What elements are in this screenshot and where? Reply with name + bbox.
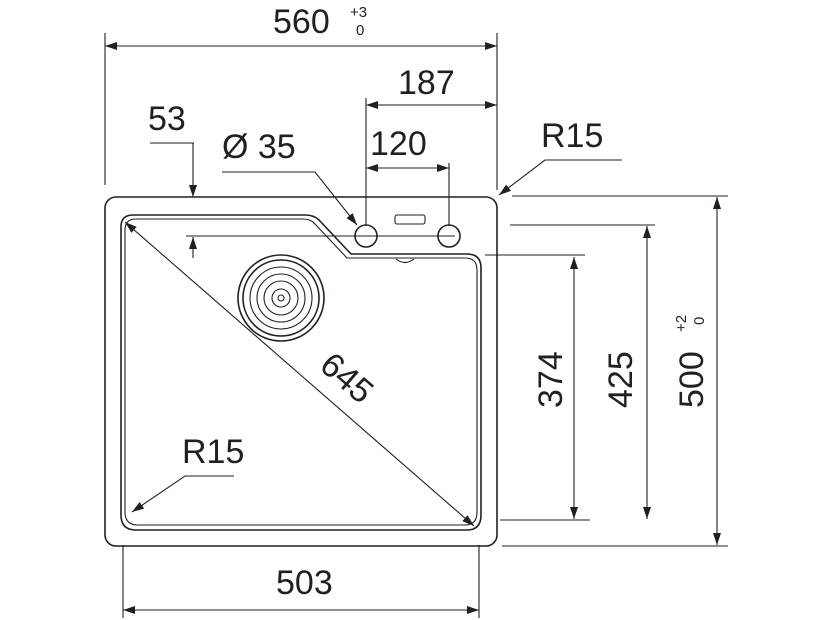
overflow-detail <box>395 258 415 264</box>
leader-lines <box>131 159 622 513</box>
label-inner-radius: R15 <box>182 433 244 471</box>
label-bowl-depth: 425 <box>602 351 640 408</box>
sink-outer-rim <box>104 196 498 547</box>
dimension-labels: 560 +3 0 187 120 53 Ø 35 R15 R15 503 645… <box>148 3 711 602</box>
leader-tap-hole <box>222 171 358 226</box>
drain-waste <box>237 254 325 342</box>
overflow-slot <box>394 214 426 225</box>
label-diagonal: 645 <box>313 345 381 411</box>
label-overall-width-tol-upper: +3 <box>350 4 367 21</box>
label-tap-hole-diameter: Ø 35 <box>222 128 296 166</box>
leader-inner-radius <box>131 475 234 513</box>
label-overall-depth-tol-lower: 0 <box>691 317 708 325</box>
dimension-lines <box>105 42 721 614</box>
label-overall-depth-tol-upper: +2 <box>673 315 690 332</box>
label-overall-width-tol-lower: 0 <box>356 22 364 39</box>
label-overall-depth: 500 <box>673 351 711 408</box>
leader-outer-radius <box>498 159 622 196</box>
sink-body <box>104 196 498 547</box>
dim-line-diagonal <box>124 221 475 527</box>
label-overall-width: 560 <box>273 3 330 41</box>
label-tap-spacing: 120 <box>370 125 427 163</box>
label-outer-radius: R15 <box>541 117 603 155</box>
label-edge-offset: 53 <box>148 100 186 138</box>
label-tap-offset: 187 <box>398 64 455 102</box>
label-depth-short: 374 <box>532 351 570 408</box>
sink-bowl-outline <box>120 214 482 531</box>
label-bowl-width: 503 <box>276 564 333 602</box>
